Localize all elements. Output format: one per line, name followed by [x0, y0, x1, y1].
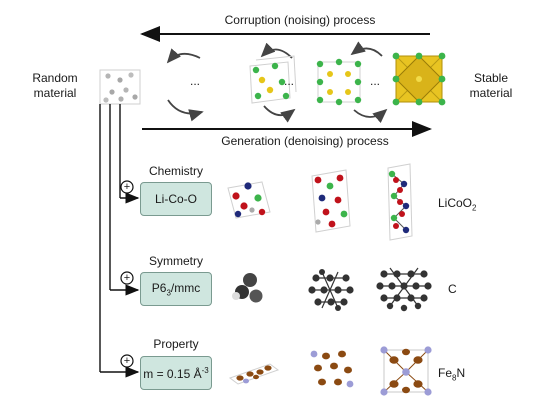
- result-licoo2-sub: 2: [472, 203, 477, 213]
- result-fe8n: Fe8N: [438, 366, 465, 385]
- plus-sign-chemistry: +: [123, 181, 131, 193]
- fe8n-structure-step-1: [228, 363, 280, 385]
- condition-type-chemistry: Chemistry: [148, 164, 203, 178]
- carbon-structure-final: [376, 267, 432, 312]
- condition-value-symmetry-prefix: P6: [151, 280, 167, 295]
- carbon-structure-step-1: [232, 273, 263, 303]
- condition-value-property: m = 0.15 Å-3: [143, 366, 209, 381]
- carbon-structure-step-2: [308, 269, 354, 311]
- generation-process-label: Generation (denoising) process: [221, 134, 389, 148]
- condition-value-symmetry-sub: 3: [166, 288, 171, 298]
- condition-box-symmetry: P63/mmc: [140, 272, 212, 306]
- ellipsis-3: ...: [370, 74, 381, 88]
- condition-value-symmetry-suffix: /mmc: [170, 280, 201, 295]
- stable-material-label-line1: Stable: [473, 71, 509, 85]
- result-fe8n-sub: 8: [452, 373, 457, 383]
- licoo2-structure-final: [387, 163, 413, 241]
- random-material-label-line2: material: [33, 86, 77, 100]
- condition-connectors: [99, 104, 140, 378]
- intermediate-structure-2: [316, 58, 362, 106]
- result-licoo2-prefix: LiCoO: [438, 196, 473, 210]
- result-carbon: C: [448, 282, 457, 296]
- result-carbon-label: C: [448, 282, 457, 296]
- condition-type-symmetry: Symmetry: [149, 254, 203, 268]
- condition-value-property-prefix: m = 0.15 Å: [143, 366, 202, 381]
- plus-circles: [120, 180, 134, 368]
- condition-value-symmetry: P63/mmc: [152, 281, 200, 297]
- condition-value-property-sup: -3: [201, 365, 209, 375]
- corruption-process-label: Corruption (noising) process: [224, 13, 376, 27]
- stable-material-structure: [392, 52, 446, 106]
- transition-arrows: [166, 41, 388, 124]
- fe8n-structure-final: [380, 346, 432, 396]
- condition-box-property: m = 0.15 Å-3: [140, 356, 212, 390]
- condition-value-chemistry: Li-Co-O: [154, 192, 197, 206]
- random-material-label-line1: Random: [32, 71, 78, 85]
- ellipsis-2: ...: [284, 74, 295, 88]
- licoo2-structure-step-1: [227, 181, 271, 219]
- ellipsis-1: ...: [190, 74, 201, 88]
- stable-material-label-line2: material: [469, 86, 513, 100]
- condition-box-chemistry: Li-Co-O: [140, 182, 212, 216]
- result-licoo2: LiCoO2: [438, 196, 476, 215]
- plus-sign-property: +: [123, 355, 131, 367]
- fe8n-structure-step-2: [310, 350, 354, 388]
- plus-sign-symmetry: +: [123, 272, 131, 284]
- result-fe8n-suffix: N: [456, 366, 466, 380]
- licoo2-structure-step-2: [311, 169, 351, 233]
- random-material-structure: [99, 69, 141, 105]
- intermediate-structure-1: [249, 55, 297, 104]
- condition-type-property: Property: [153, 337, 199, 351]
- result-fe8n-prefix: Fe: [438, 366, 453, 380]
